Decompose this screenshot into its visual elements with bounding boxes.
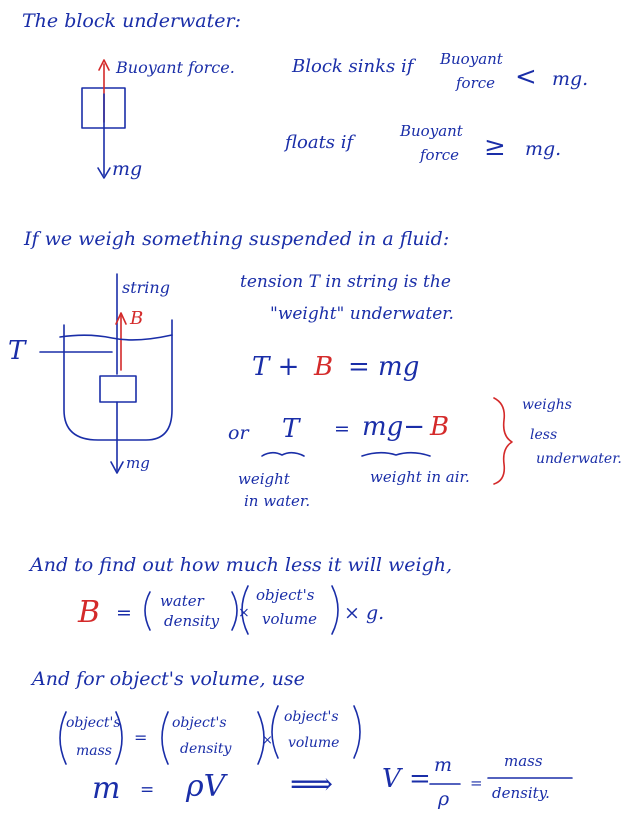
object-density-top: object's (172, 715, 227, 731)
object-mass-bottom: mass (76, 743, 112, 759)
water-density-paren-right (231, 591, 238, 631)
beaker-outline (63, 319, 173, 441)
t-label: T (8, 336, 26, 366)
floats-term-top: Buoyant (400, 122, 463, 140)
buoyant-force-arrowhead (98, 59, 110, 71)
mass-paren-left (59, 711, 67, 765)
m-eq: = (140, 780, 155, 800)
volume-paren-right (353, 705, 361, 759)
implies-arrow: ⟹ (290, 767, 334, 802)
density-word: density. (492, 784, 550, 802)
section4-times: × (262, 733, 273, 748)
object-volume-bottom: volume (262, 610, 318, 628)
mass-word: mass (504, 752, 543, 770)
sinks-term-bottom: force (456, 74, 496, 92)
weighs-less-line2: less (530, 427, 558, 443)
suspended-block (99, 375, 137, 403)
weight-arrowhead (97, 167, 111, 179)
rho-v: ρV (186, 769, 226, 804)
object-volume-top-2: object's (284, 709, 339, 725)
v-eq: V = (382, 764, 431, 794)
mg-arrowhead (110, 461, 124, 474)
b-arrowhead (115, 312, 127, 325)
section3-b: B (78, 595, 101, 630)
sinks-operator: < (515, 62, 537, 92)
tension-line1: tension T in string is the (240, 272, 451, 292)
eq-mass-density: = (470, 774, 483, 792)
floats-term-bottom: force (420, 146, 460, 164)
water-surface (59, 334, 173, 341)
weight-in-air-brace (361, 451, 431, 457)
density-paren-right (257, 711, 265, 765)
section3-eq: = (116, 602, 132, 624)
sinks-term-top: Buoyant (440, 50, 503, 68)
sinks-rhs: mg. (552, 68, 589, 90)
section1-heading: The block underwater: (22, 10, 241, 32)
object-volume-paren-left (241, 585, 249, 635)
section3-heading: And to find out how much less it will we… (30, 554, 453, 576)
object-volume-paren-right (331, 585, 339, 635)
weight-in-water-brace (261, 451, 305, 457)
water-density-top: water (160, 592, 204, 610)
section3-times-g: × g. (344, 602, 385, 624)
object-volume-top: object's (256, 586, 315, 604)
equation2-or: or (228, 422, 249, 444)
string-label: string (122, 278, 170, 297)
mg-suspended-label: mg (126, 454, 150, 472)
floats-rhs: mg. (525, 138, 562, 160)
section2-heading: If we weigh something suspended in a flu… (24, 228, 450, 250)
mg-label: mg (112, 158, 143, 180)
floats-prefix: floats if (285, 132, 354, 153)
weighs-less-line1: weighs (522, 397, 572, 413)
weight-in-water-line1: weight (238, 470, 290, 488)
floats-operator: ≥ (484, 132, 506, 162)
sinks-prefix: Block sinks if (292, 56, 414, 77)
tension-line2: "weight" underwater. (270, 304, 454, 324)
equation2-mg: mg− (362, 412, 426, 442)
buoyant-force-label: Buoyant force. (116, 58, 235, 77)
section4-eq: = (134, 728, 148, 747)
weighs-less-line3: underwater. (536, 451, 622, 467)
object-mass-top: object's (66, 715, 121, 731)
m-symbol: m (92, 771, 121, 806)
frac-numerator: m (434, 754, 453, 776)
water-density-paren-left (144, 591, 151, 631)
frac-denominator: ρ (438, 788, 450, 810)
equation1-rest: = mg (348, 352, 420, 382)
volume-paren-left (271, 705, 279, 759)
equation2-t: T (282, 414, 300, 444)
density-paren-left (161, 711, 169, 765)
water-density-bottom: density (164, 612, 220, 630)
section3-times: × (238, 605, 250, 621)
weighs-less-brace (493, 397, 513, 485)
section4-heading: And for object's volume, use (32, 668, 305, 690)
weight-in-water-line2: in water. (244, 492, 311, 510)
equation1-b: B (314, 352, 334, 382)
object-volume-bottom-2: volume (288, 735, 340, 751)
b-force-label: B (130, 308, 144, 329)
object-density-bottom: density (180, 741, 232, 757)
equation1-t: T + (252, 352, 300, 382)
weight-in-air: weight in air. (370, 468, 470, 486)
equation2-eq: = (334, 418, 350, 440)
equation2-b: B (430, 412, 450, 442)
mass-paren-right (115, 711, 123, 765)
